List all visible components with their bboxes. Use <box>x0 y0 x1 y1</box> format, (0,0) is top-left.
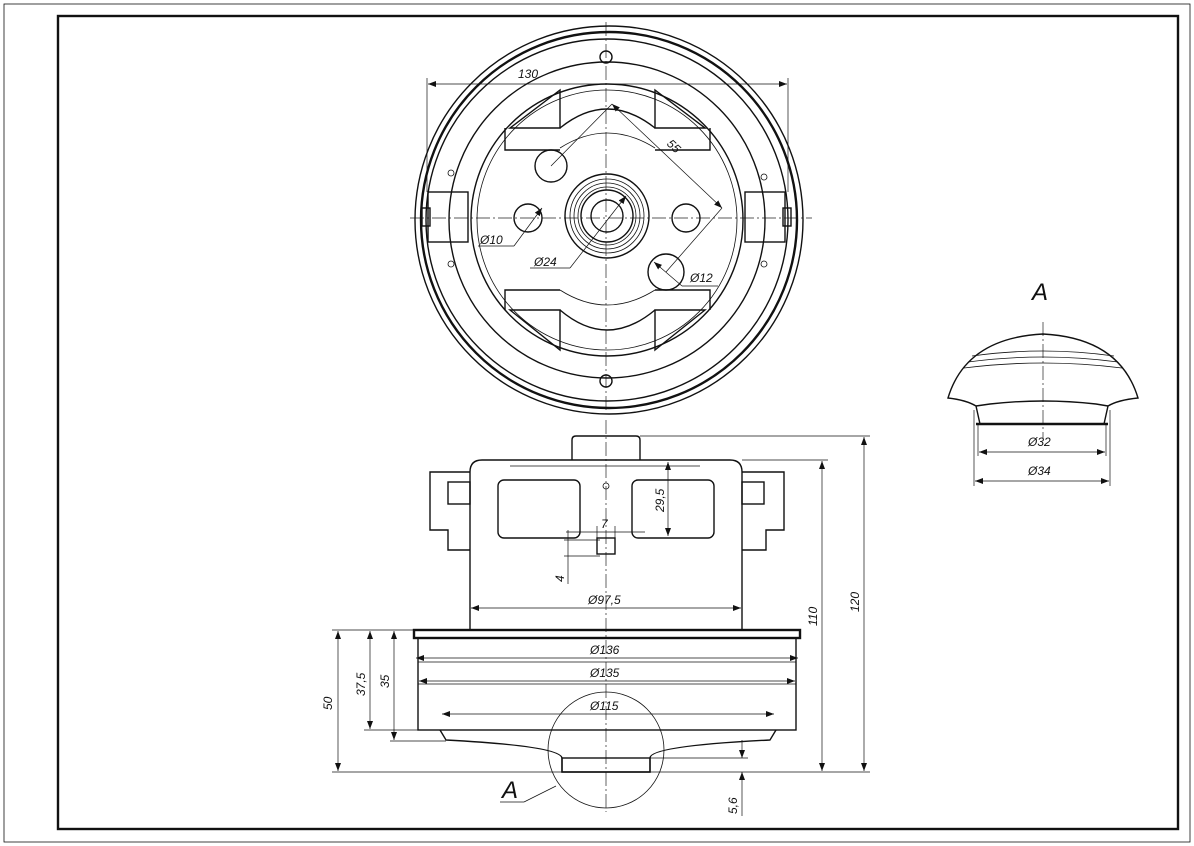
right-bracket <box>742 471 785 551</box>
small-hole-right-2 <box>760 260 768 268</box>
hole-d10 <box>513 203 543 233</box>
detail-a-band-2 <box>967 356 1119 363</box>
right-tab <box>744 191 786 243</box>
dim-110-label: 110 <box>806 607 820 626</box>
top-view: 130 55 Ø10 Ø24 Ø12 <box>410 22 812 415</box>
dim-55-line <box>611 103 723 209</box>
center-key <box>596 537 616 555</box>
dim-4-label: 4 <box>553 575 567 582</box>
mount-hole-bottom <box>599 374 613 388</box>
outer-ring-4 <box>448 61 766 379</box>
upper-body <box>469 459 743 631</box>
leader-55-to-hole <box>665 207 723 273</box>
small-vent-hole <box>602 482 610 490</box>
sheet-border <box>3 3 1191 843</box>
leader-d12 <box>653 261 683 287</box>
dim-130-label: 130 <box>518 67 538 81</box>
leader-d24 <box>569 195 627 269</box>
dim-120-label: 120 <box>848 592 862 612</box>
hub-bore <box>590 199 624 233</box>
right-bracket-slot <box>741 481 765 505</box>
dim-55-label: 55 <box>664 136 684 156</box>
detail-d34-label: Ø34 <box>1027 464 1051 478</box>
detail-a-callout-circle <box>547 691 665 809</box>
dim-d12-label: Ø12 <box>689 271 713 285</box>
hub-ring-2 <box>573 182 641 250</box>
hub-outer <box>564 173 650 259</box>
upper-arc-lip <box>559 132 656 149</box>
upper-arc-inner <box>559 108 656 129</box>
window-right <box>631 479 715 539</box>
hole-upper-left <box>534 149 568 183</box>
left-tab-clip <box>421 207 431 227</box>
lower-arc-lip <box>559 289 656 306</box>
dim-d136-label: Ø136 <box>589 643 620 657</box>
dim-d97-5-label: Ø97,5 <box>587 593 621 607</box>
left-bracket-slot <box>447 481 471 505</box>
dim-d115-label: Ø115 <box>589 699 619 713</box>
dim-7-label: 7 <box>601 517 609 531</box>
detail-d32-label: Ø32 <box>1027 435 1051 449</box>
small-hole-right-1 <box>760 173 768 181</box>
hub-ring-1 <box>569 178 645 254</box>
dim-29-5-label: 29,5 <box>653 488 667 513</box>
dim-d135-label: Ø135 <box>589 666 620 680</box>
dim-37-5-label: 37,5 <box>354 672 368 696</box>
lower-frame <box>504 289 711 310</box>
hub-ring-4 <box>580 189 634 243</box>
dim-35-label: 35 <box>378 674 392 688</box>
outer-ring-3 <box>425 38 789 402</box>
dim-50-label: 50 <box>321 696 335 710</box>
window-left <box>497 479 581 539</box>
detail-a-spigot <box>975 400 1109 407</box>
small-hole-left-2 <box>447 260 455 268</box>
detail-a-title: A <box>1030 279 1048 306</box>
outer-ring-2 <box>419 30 799 410</box>
lower-dome <box>439 729 777 773</box>
lower-brace <box>508 309 707 352</box>
detail-a-callout-label: A <box>500 777 518 804</box>
detail-a-band-3 <box>963 362 1123 369</box>
drawing-frame <box>56 14 1180 831</box>
small-hole-left-1 <box>447 169 455 177</box>
left-bracket <box>429 471 470 551</box>
right-tab-clip <box>782 207 792 227</box>
dim-5-6-label: 5,6 <box>726 797 740 814</box>
flange-top <box>412 628 802 640</box>
lower-arc-inner <box>559 309 656 331</box>
spigot <box>561 757 651 773</box>
detail-a-band-1 <box>971 350 1115 357</box>
left-tab <box>427 191 469 243</box>
outer-ring-1 <box>414 25 804 415</box>
dim-d24-label: Ø24 <box>533 255 557 269</box>
shaft-cap <box>571 435 641 460</box>
dim-d10-label: Ø10 <box>479 233 503 247</box>
hub-ring-3 <box>577 186 637 246</box>
detail-view-a: A Ø32 Ø34 <box>947 279 1139 486</box>
detail-a-leader <box>523 785 557 803</box>
leader-d10 <box>513 207 543 247</box>
leader-55-to-hub <box>550 103 613 167</box>
detail-a-dome <box>947 333 1139 425</box>
mount-hole-top <box>599 50 613 64</box>
inner-ring-2 <box>476 89 738 351</box>
hole-d12 <box>647 253 685 291</box>
side-view: A 29,5 7 4 Ø97,5 Ø136 Ø135 Ø115 110 <box>321 420 870 816</box>
